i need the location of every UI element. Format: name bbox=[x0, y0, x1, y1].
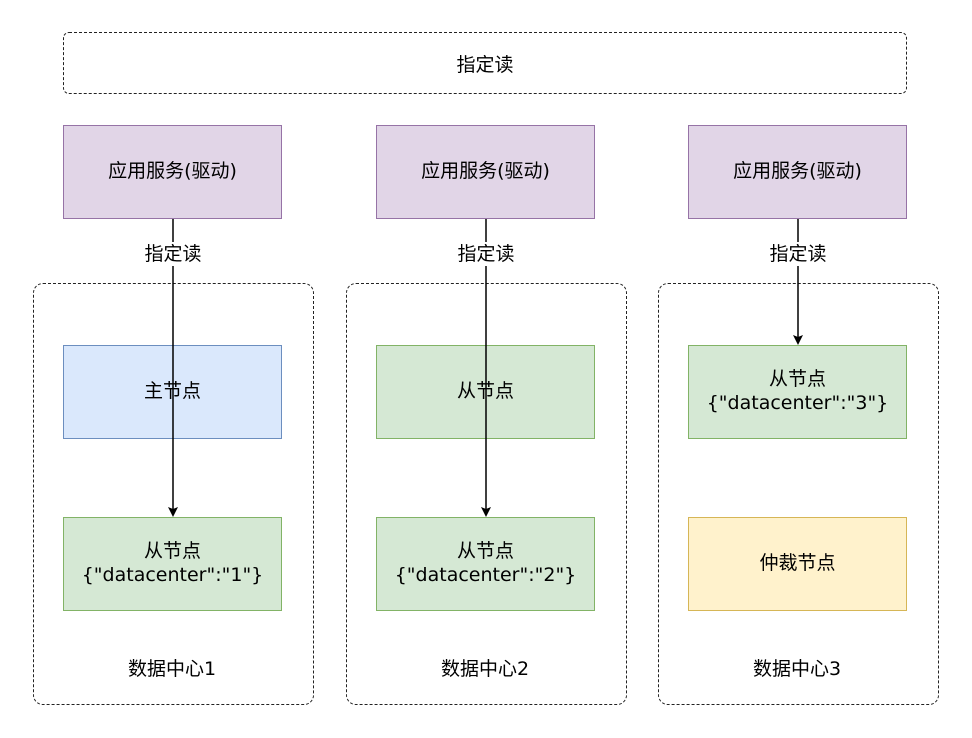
arbiter-node-label: 仲裁节点 bbox=[759, 552, 836, 575]
app-service-label-2: 应用服务(驱动) bbox=[421, 160, 550, 183]
datacenter-3-name: 数据中心3 bbox=[752, 658, 842, 680]
secondary-node-box-dc3: 从节点 {"datacenter":"3"} bbox=[688, 345, 907, 439]
secondary-node-box-dc2: 从节点 {"datacenter":"2"} bbox=[376, 517, 595, 611]
app-service-box-3: 应用服务(驱动) bbox=[688, 125, 907, 219]
datacenter-tag-dc1: {"datacenter":"1"} bbox=[81, 564, 264, 586]
edge-label-3: 指定读 bbox=[765, 242, 831, 266]
datacenter-2-name: 数据中心2 bbox=[440, 658, 530, 680]
top-banner-label: 指定读 bbox=[456, 53, 514, 76]
secondary-node-label-dc2: 从节点 bbox=[456, 540, 514, 563]
secondary-node-label-dc3: 从节点 bbox=[768, 368, 826, 391]
edge-label-1: 指定读 bbox=[140, 242, 206, 266]
secondary-node-label-dc1: 从节点 bbox=[143, 540, 201, 563]
datacenter-tag-dc3: {"datacenter":"3"} bbox=[706, 392, 889, 414]
app-service-label-1: 应用服务(驱动) bbox=[108, 160, 237, 183]
secondary-node-box-dc1: 从节点 {"datacenter":"1"} bbox=[63, 517, 282, 611]
app-service-box-1: 应用服务(驱动) bbox=[63, 125, 282, 219]
top-banner: 指定读 bbox=[63, 32, 907, 94]
arbiter-node-box: 仲裁节点 bbox=[688, 517, 907, 611]
datacenter-1-name: 数据中心1 bbox=[127, 658, 217, 680]
app-service-label-3: 应用服务(驱动) bbox=[733, 160, 862, 183]
datacenter-tag-dc2: {"datacenter":"2"} bbox=[394, 564, 577, 586]
edge-label-2: 指定读 bbox=[453, 242, 519, 266]
app-service-box-2: 应用服务(驱动) bbox=[376, 125, 595, 219]
